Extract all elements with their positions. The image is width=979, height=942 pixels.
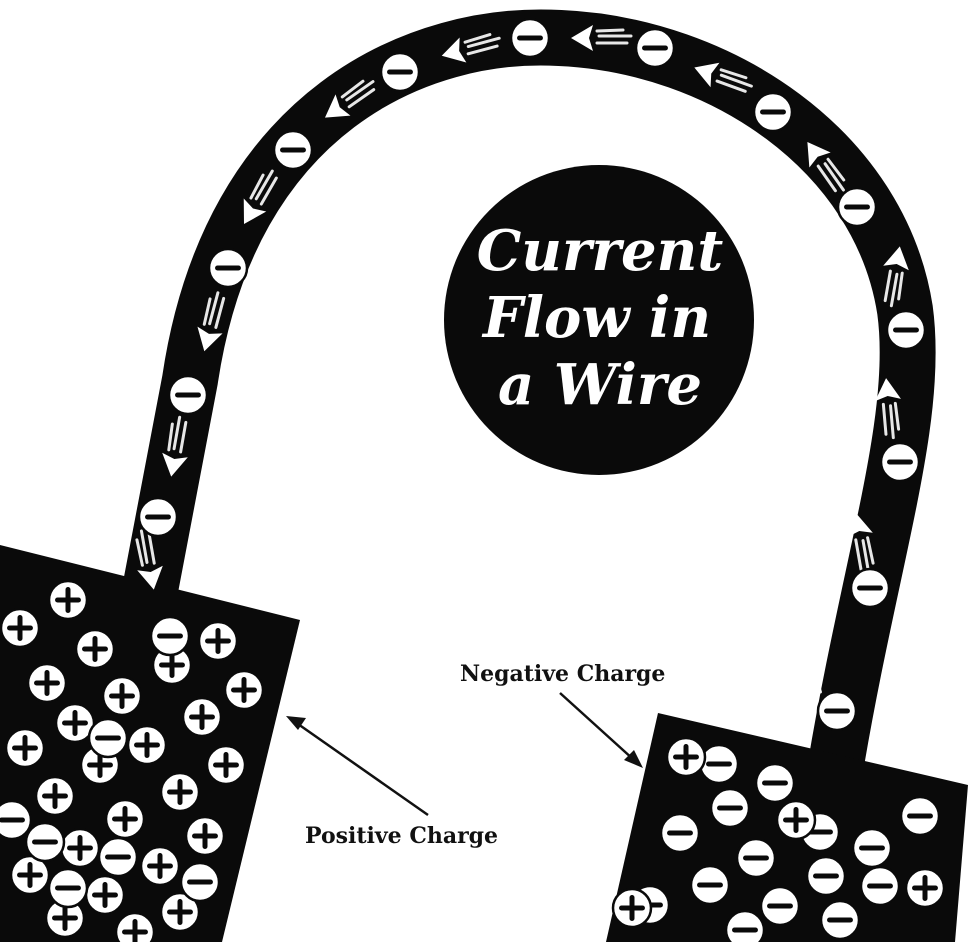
negative-charge-icon: [861, 867, 899, 905]
negative-charge-icon: [26, 823, 64, 861]
negative-charge-icon: [761, 887, 799, 925]
negative-charge-icon: [821, 901, 859, 939]
negative-charge-icon: [661, 814, 699, 852]
positive-charge-icon: [613, 889, 651, 927]
positive-charge-icon: [28, 664, 66, 702]
positive-charge-icon: [186, 817, 224, 855]
negative-charge-icon: [181, 863, 219, 901]
positive-charge-icon: [76, 630, 114, 668]
negative-charge-icon: [818, 692, 856, 730]
positive-charge-icon: [161, 773, 199, 811]
positive-charge-icon: [141, 847, 179, 885]
negative-charge-icon: [49, 869, 87, 907]
negative-charge-icon: [726, 911, 764, 942]
positive-charge-icon: [36, 777, 74, 815]
positive-charge-icon: [777, 801, 815, 839]
positive-charge-icon: [103, 677, 141, 715]
positive-pointer-line: [298, 724, 428, 815]
positive-charge-icon: [1, 609, 39, 647]
negative-charge-icon: [853, 829, 891, 867]
positive-charge-icon: [667, 738, 705, 776]
negative-charge-icon: [887, 311, 925, 349]
negative-pointer-line: [560, 693, 634, 760]
negative-charge-icon: [838, 188, 876, 226]
positive-charge-icon: [183, 698, 221, 736]
negative-charge-icon: [881, 443, 919, 481]
negative-charge-icon: [151, 617, 189, 655]
negative-charge-icon: [737, 839, 775, 877]
positive-charge-icon: [6, 729, 44, 767]
negative-charge-icon: [0, 801, 31, 839]
positive-charge-icon: [207, 746, 245, 784]
positive-charge-icon: [906, 869, 944, 907]
negative-charge-icon: [139, 498, 177, 536]
negative-charge-icon: [700, 745, 738, 783]
title-line-2: Flow in: [481, 285, 711, 351]
positive-charge-icon: [116, 913, 154, 942]
positive-charge-icon: [128, 726, 166, 764]
negative-charge-icon: [89, 719, 127, 757]
positive-charge-label: Positive Charge: [305, 823, 498, 849]
negative-charge-icon: [807, 857, 845, 895]
negative-charge-icon: [851, 569, 889, 607]
negative-charge-icon: [636, 29, 674, 67]
negative-charge-label: Negative Charge: [460, 661, 665, 687]
negative-charge-icon: [754, 93, 792, 131]
positive-charge-icon: [49, 581, 87, 619]
negative-charge-icon: [381, 53, 419, 91]
positive-charge-icon: [86, 876, 124, 914]
positive-charge-icon: [199, 622, 237, 660]
title-line-3: a Wire: [498, 352, 702, 418]
negative-charge-icon: [901, 797, 939, 835]
negative-charge-icon: [691, 866, 729, 904]
negative-charge-icon: [711, 789, 749, 827]
title-line-1: Current: [477, 218, 724, 284]
negative-charge-icon: [511, 19, 549, 57]
negative-charge-icon: [756, 764, 794, 802]
positive-charge-icon: [61, 829, 99, 867]
positive-charge-icon: [106, 800, 144, 838]
negative-charge-icon: [169, 376, 207, 414]
negative-charge-icon: [209, 249, 247, 287]
negative-charge-icon: [274, 131, 312, 169]
negative-charge-icon: [99, 838, 137, 876]
positive-charge-icon: [225, 671, 263, 709]
